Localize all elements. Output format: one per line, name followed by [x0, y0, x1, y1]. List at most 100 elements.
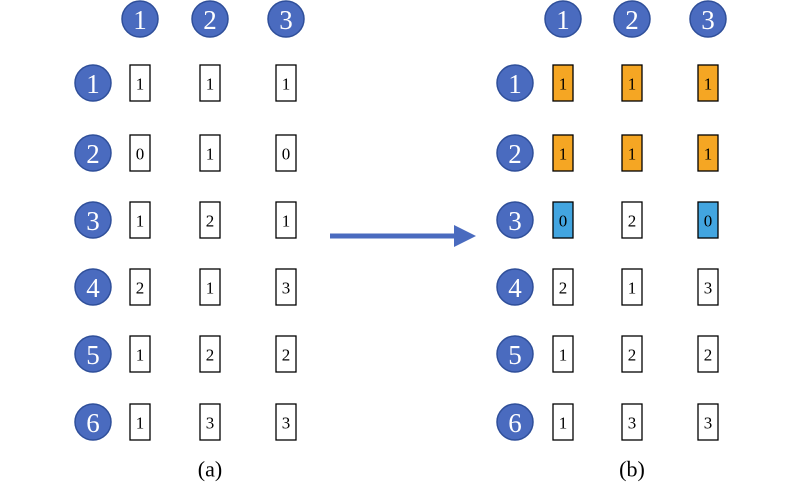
value-cell-text: 1 — [282, 75, 291, 94]
row-header-label: 2 — [86, 139, 100, 169]
value-cell — [552, 201, 574, 239]
row-6: 6 1 3 3 — [74, 403, 297, 441]
value-cell-text: 3 — [704, 279, 713, 298]
value-cell-text: 1 — [136, 414, 145, 433]
row-header-label: 5 — [508, 340, 522, 370]
value-cell — [275, 335, 297, 373]
value-cell — [199, 403, 221, 441]
value-cell-text: 1 — [628, 145, 637, 164]
value-cell-text: 2 — [559, 279, 568, 298]
value-cell — [275, 403, 297, 441]
value-cell-text: 3 — [282, 414, 291, 433]
value-cell — [697, 268, 719, 306]
value-cell — [621, 64, 643, 102]
panel-caption: (b) — [619, 457, 645, 482]
column-header-circle — [121, 0, 159, 38]
row-header-label: 4 — [86, 273, 100, 303]
value-cell-text: 3 — [704, 414, 713, 433]
value-cell-text: 2 — [206, 346, 215, 365]
row-5: 5 1 2 2 — [496, 335, 719, 373]
column-header-2: 2 — [191, 0, 229, 38]
value-cell — [199, 134, 221, 172]
value-cell — [621, 201, 643, 239]
column-header-label: 1 — [133, 5, 147, 35]
arrow-head — [454, 225, 476, 247]
row-header-label: 1 — [86, 69, 100, 99]
value-cell-text: 1 — [628, 279, 637, 298]
value-cell-text: 1 — [206, 279, 215, 298]
row-header-circle — [496, 335, 534, 373]
value-cell — [697, 201, 719, 239]
row-2: 2 1 1 1 — [496, 134, 719, 172]
row-header-circle — [74, 201, 112, 239]
value-cell — [552, 134, 574, 172]
value-cell-text: 1 — [136, 346, 145, 365]
value-cell-text: 0 — [704, 212, 713, 231]
row-header-circle — [496, 134, 534, 172]
value-cell — [275, 268, 297, 306]
column-header-1: 1 — [544, 0, 582, 38]
value-cell-text: 2 — [628, 346, 637, 365]
value-cell-text: 1 — [206, 75, 215, 94]
row-header-circle — [74, 335, 112, 373]
row-header-label: 6 — [86, 408, 100, 438]
value-cell-text: 1 — [206, 145, 215, 164]
value-cell-text: 1 — [704, 75, 713, 94]
column-header-label: 2 — [203, 5, 217, 35]
row-header-circle — [74, 268, 112, 306]
row-header-label: 3 — [86, 206, 100, 236]
value-cell-text: 2 — [136, 279, 145, 298]
column-header-2: 2 — [613, 0, 651, 38]
value-cell-text: 2 — [628, 212, 637, 231]
row-header-circle — [496, 268, 534, 306]
column-header-circle — [267, 0, 305, 38]
value-cell — [697, 403, 719, 441]
value-cell — [621, 134, 643, 172]
row-header-label: 6 — [508, 408, 522, 438]
value-cell — [275, 201, 297, 239]
value-cell-text: 3 — [628, 414, 637, 433]
value-cell — [552, 403, 574, 441]
value-cell-text: 1 — [628, 75, 637, 94]
value-cell-text: 3 — [282, 279, 291, 298]
value-cell — [275, 134, 297, 172]
value-cell — [129, 335, 151, 373]
right-arrow-icon — [330, 225, 476, 247]
value-cell-text: 2 — [704, 346, 713, 365]
row-header-label: 2 — [508, 139, 522, 169]
value-cell — [129, 403, 151, 441]
row-header-label: 1 — [508, 69, 522, 99]
value-cell-text: 1 — [559, 346, 568, 365]
value-cell-text: 1 — [282, 212, 291, 231]
value-cell-text: 0 — [559, 212, 568, 231]
value-cell — [275, 64, 297, 102]
value-cell — [621, 403, 643, 441]
value-cell — [199, 268, 221, 306]
column-header-label: 3 — [279, 5, 293, 35]
column-header-3: 3 — [267, 0, 305, 38]
column-header-3: 3 — [689, 0, 727, 38]
value-cell — [697, 335, 719, 373]
value-cell — [697, 64, 719, 102]
value-cell-text: 1 — [559, 145, 568, 164]
value-cell-text: 3 — [206, 414, 215, 433]
value-cell — [199, 201, 221, 239]
value-cell-text: 1 — [704, 145, 713, 164]
column-header-circle — [191, 0, 229, 38]
row-header-label: 5 — [86, 340, 100, 370]
value-cell — [621, 335, 643, 373]
value-cell — [199, 335, 221, 373]
row-header-circle — [74, 134, 112, 172]
row-4: 4 2 1 3 — [74, 268, 297, 306]
row-header-circle — [496, 201, 534, 239]
column-header-label: 1 — [556, 5, 570, 35]
column-header-circle — [689, 0, 727, 38]
